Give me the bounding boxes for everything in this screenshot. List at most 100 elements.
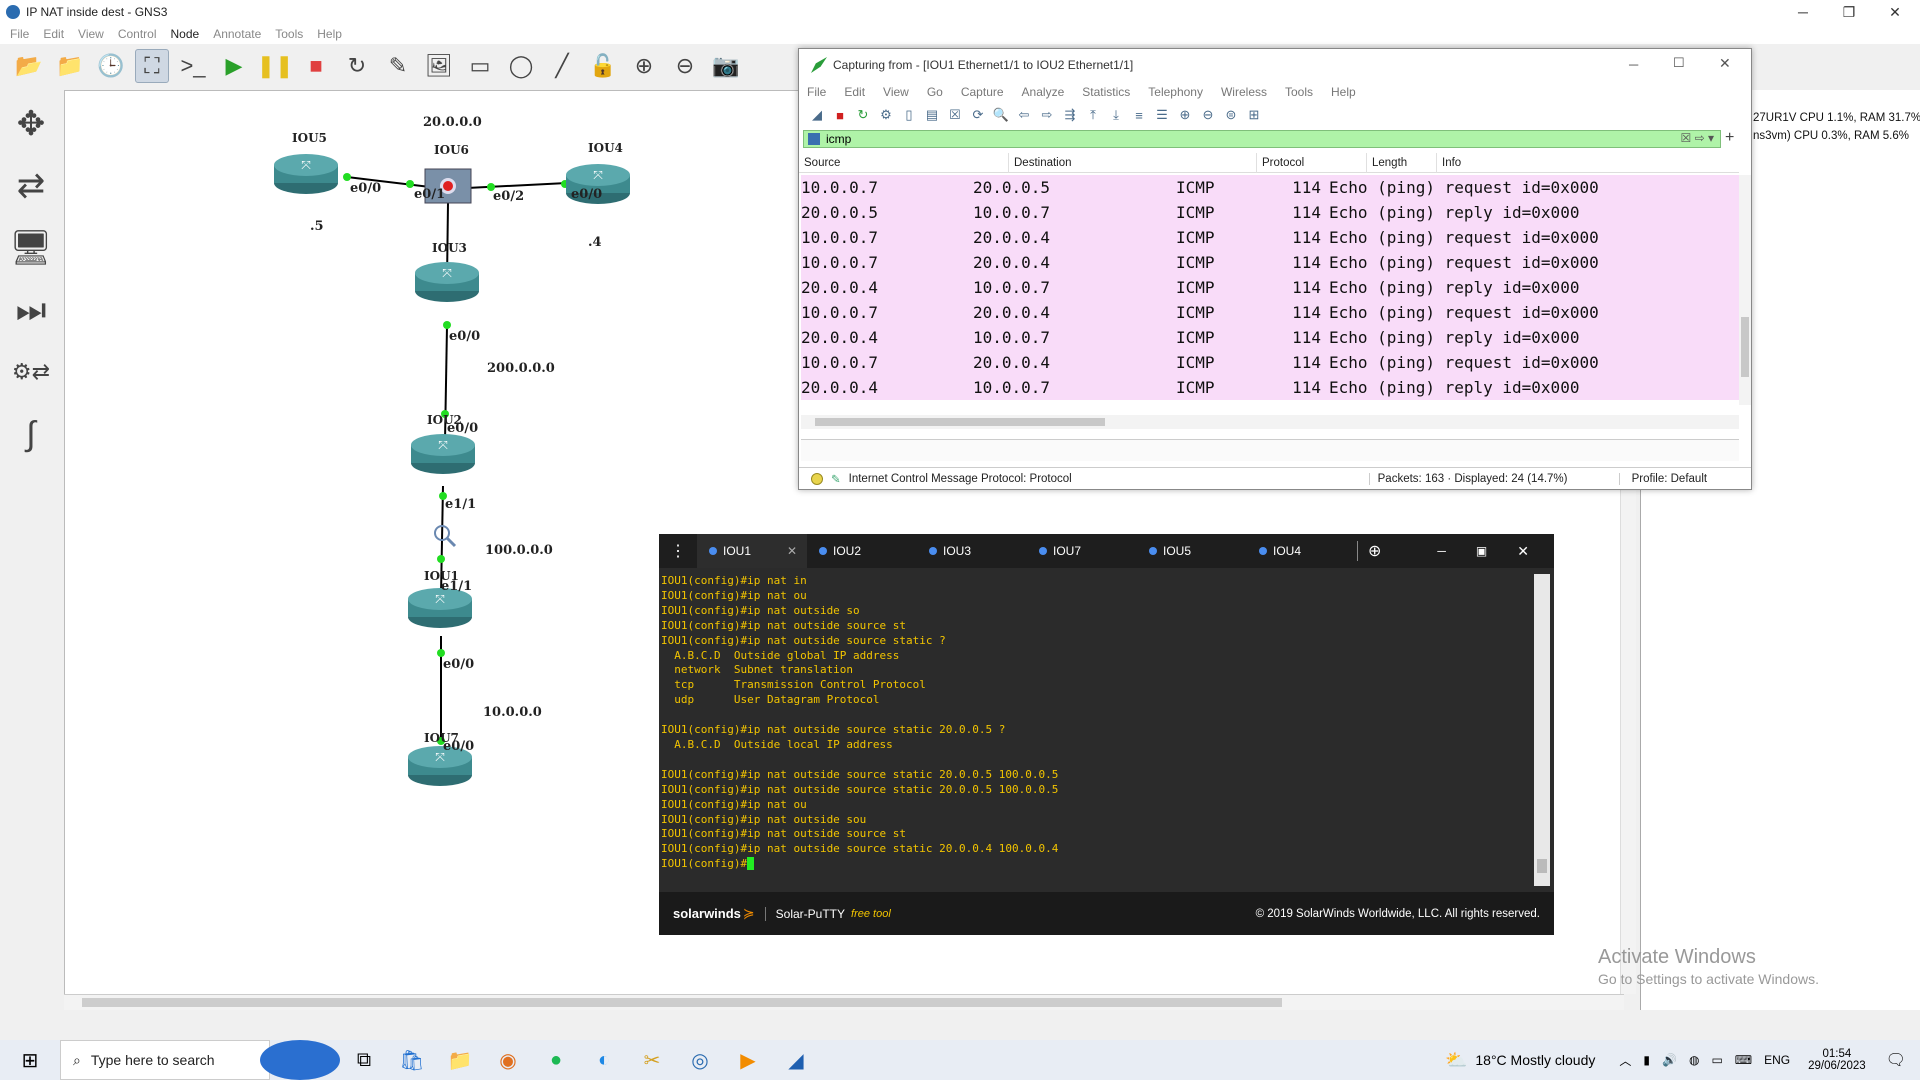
menu-view[interactable]: View: [78, 27, 104, 41]
stop-capture-icon[interactable]: ■: [830, 106, 850, 124]
ws-menu-view[interactable]: View: [883, 85, 909, 99]
colorize-icon[interactable]: ☰: [1152, 106, 1172, 124]
draw-rectangle-icon[interactable]: ▭: [463, 49, 497, 83]
bookmark-icon[interactable]: [808, 133, 820, 145]
ws-close-button[interactable]: ✕: [1719, 55, 1731, 72]
expert-info-icon[interactable]: [811, 473, 823, 485]
ws-menu-telephony[interactable]: Telephony: [1148, 85, 1203, 99]
packet-row[interactable]: 20.0.0.510.0.0.7ICMP114Echo (ping) reply…: [801, 200, 1739, 225]
display-filter-bar[interactable]: icmp ☒ ⇨ ▾: [803, 130, 1721, 148]
close-file-icon[interactable]: ☒: [945, 106, 965, 124]
add-filter-button[interactable]: +: [1725, 129, 1734, 147]
zoom-in-icon[interactable]: ⊕: [627, 49, 661, 83]
weather-icon[interactable]: ⛅: [1445, 1050, 1467, 1071]
start-all-icon[interactable]: ▶: [217, 49, 251, 83]
col-info[interactable]: Info: [1437, 153, 1737, 173]
open-project-icon[interactable]: 📁: [53, 49, 87, 83]
restart-capture-icon[interactable]: ↻: [853, 106, 873, 124]
gns3-taskbar-icon[interactable]: ◎: [682, 1042, 718, 1078]
resize-columns-icon[interactable]: ⊞: [1244, 106, 1264, 124]
open-file-icon[interactable]: ▯: [899, 106, 919, 124]
tab-iou3[interactable]: IOU3: [917, 534, 1027, 568]
packet-list-vertical-scrollbar[interactable]: [1739, 175, 1751, 405]
ws-menu-tools[interactable]: Tools: [1285, 85, 1313, 99]
clock[interactable]: 01:54 29/06/2023: [1808, 1048, 1866, 1072]
solar-putty-taskbar-icon[interactable]: ▶: [730, 1042, 766, 1078]
zoom-out-icon[interactable]: ⊖: [1198, 106, 1218, 124]
menu-node[interactable]: Node: [171, 27, 200, 41]
snapshot-icon[interactable]: 🕒: [94, 49, 128, 83]
packet-row[interactable]: 10.0.0.720.0.0.4ICMP114Echo (ping) reque…: [801, 225, 1739, 250]
first-packet-icon[interactable]: ⤒: [1083, 106, 1103, 124]
router-iou2[interactable]: ⤧: [410, 433, 476, 475]
volume-icon[interactable]: 🔊: [1662, 1053, 1677, 1067]
add-note-icon[interactable]: ✎: [381, 49, 415, 83]
filter-clear-apply-icons[interactable]: ☒ ⇨ ▾: [1680, 131, 1714, 145]
capture-options-icon[interactable]: ⚙: [876, 106, 896, 124]
canvas-horizontal-scrollbar[interactable]: [64, 994, 1624, 1010]
display-icon[interactable]: ▭: [1711, 1053, 1722, 1067]
screenshot-icon[interactable]: 📷: [709, 49, 743, 83]
file-explorer-icon[interactable]: 📁: [442, 1042, 478, 1078]
weather-text[interactable]: 18°C Mostly cloudy: [1475, 1052, 1595, 1068]
terminal-output[interactable]: IOU1(config)#ip nat in IOU1(config)#ip n…: [661, 574, 1531, 882]
packet-list-horizontal-scrollbar[interactable]: [801, 415, 1739, 429]
tab-iou1[interactable]: IOU1✕: [697, 534, 807, 568]
start-capture-icon[interactable]: ◢: [807, 106, 827, 124]
show-hidden-icons-icon[interactable]: ︿: [1619, 1052, 1631, 1069]
new-project-icon[interactable]: 📂: [12, 49, 46, 83]
draw-ellipse-icon[interactable]: ◯: [504, 49, 538, 83]
switches-icon[interactable]: ⇄: [6, 158, 56, 214]
network-icon[interactable]: ◍: [1689, 1053, 1699, 1067]
last-packet-icon[interactable]: ⤓: [1106, 106, 1126, 124]
store-icon[interactable]: 🛍: [394, 1042, 430, 1078]
menu-help[interactable]: Help: [317, 27, 342, 41]
router-iou3[interactable]: ⤧: [414, 261, 480, 303]
reload-all-icon[interactable]: ↻: [340, 49, 374, 83]
packet-row[interactable]: 20.0.0.410.0.0.7ICMP114Echo (ping) reply…: [801, 275, 1739, 300]
col-length[interactable]: Length: [1367, 153, 1437, 173]
spotify-icon[interactable]: ●: [538, 1042, 574, 1078]
tab-iou2[interactable]: IOU2: [807, 534, 917, 568]
lock-icon[interactable]: 🔓: [586, 49, 620, 83]
minimize-button[interactable]: ─: [1780, 0, 1826, 24]
zoom-out-icon[interactable]: ⊖: [668, 49, 702, 83]
col-source[interactable]: Source: [799, 153, 1009, 173]
find-packet-icon[interactable]: 🔍: [991, 106, 1011, 124]
ws-menu-wireless[interactable]: Wireless: [1221, 85, 1267, 99]
edit-comment-icon[interactable]: ✎: [831, 472, 841, 486]
autoscroll-icon[interactable]: ≡: [1129, 106, 1149, 124]
wireshark-taskbar-icon[interactable]: ◢: [778, 1042, 814, 1078]
save-file-icon[interactable]: ▤: [922, 106, 942, 124]
menu-annotate[interactable]: Annotate: [213, 27, 261, 41]
close-button[interactable]: ✕: [1872, 0, 1918, 24]
packet-detail-pane[interactable]: [801, 439, 1739, 461]
packet-row[interactable]: 10.0.0.720.0.0.4ICMP114Echo (ping) reque…: [801, 350, 1739, 375]
ws-maximize-button[interactable]: ☐: [1673, 55, 1685, 71]
router-iou5[interactable]: ⤧: [273, 153, 339, 195]
go-back-icon[interactable]: ⇦: [1014, 106, 1034, 124]
ws-menu-help[interactable]: Help: [1331, 85, 1356, 99]
col-protocol[interactable]: Protocol: [1257, 153, 1367, 173]
menu-tools[interactable]: Tools: [275, 27, 303, 41]
packet-row[interactable]: 10.0.0.720.0.0.4ICMP114Echo (ping) reque…: [801, 300, 1739, 325]
menu-control[interactable]: Control: [118, 27, 157, 41]
battery-icon[interactable]: ▮: [1643, 1053, 1650, 1067]
security-devices-icon[interactable]: ⏭: [6, 282, 56, 338]
stop-all-icon[interactable]: ■: [299, 49, 333, 83]
go-to-packet-icon[interactable]: ⇶: [1060, 106, 1080, 124]
display-filter-input[interactable]: icmp: [826, 132, 851, 146]
zoom-in-icon[interactable]: ⊕: [1175, 106, 1195, 124]
windows-start-icon[interactable]: ⊞: [6, 1042, 54, 1078]
edge-icon[interactable]: ◐: [586, 1042, 622, 1078]
console-all-icon[interactable]: >_: [176, 49, 210, 83]
keyboard-icon[interactable]: ⌨: [1735, 1053, 1752, 1067]
language-indicator[interactable]: ENG: [1764, 1053, 1790, 1067]
routers-icon[interactable]: ✥: [6, 96, 56, 152]
suspend-all-icon[interactable]: ❚❚: [258, 49, 292, 83]
draw-line-icon[interactable]: ╱: [545, 49, 579, 83]
task-view-icon[interactable]: ⧉: [346, 1042, 382, 1078]
ws-menu-file[interactable]: File: [807, 85, 826, 99]
terminal-scrollbar[interactable]: [1534, 574, 1550, 886]
tab-iou5[interactable]: IOU5: [1137, 534, 1247, 568]
